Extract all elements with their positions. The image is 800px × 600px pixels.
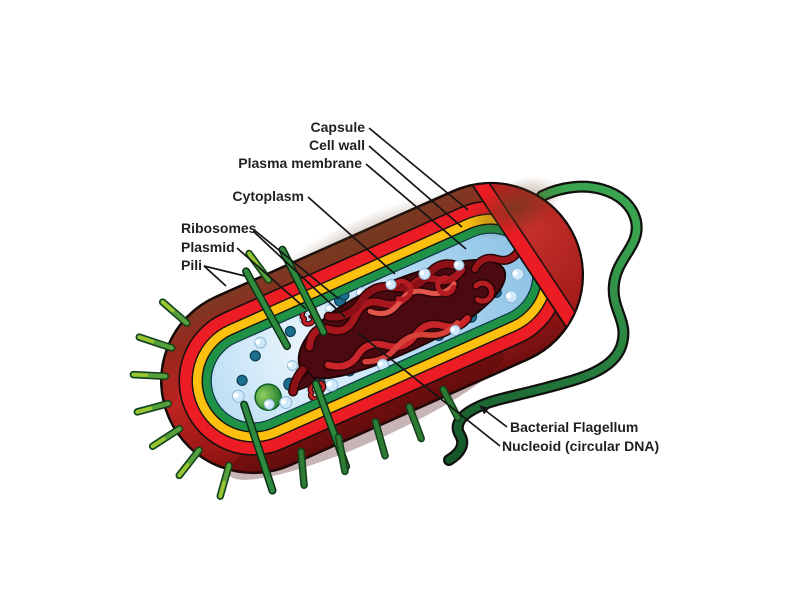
leader-ribosomes-1: [252, 228, 340, 300]
pilus: [241, 402, 276, 494]
cell-body: [129, 176, 585, 500]
flagellum-arrowhead: [479, 405, 490, 415]
leader-nucleoid: [357, 332, 501, 447]
capsule-right-cap: [464, 176, 584, 330]
ribosome-dot: [236, 374, 248, 386]
ribosome-dot: [284, 325, 296, 338]
label-pili: Pili: [181, 257, 202, 273]
pilus: [279, 247, 326, 335]
vesicle-bubbles-front: [279, 259, 525, 409]
leader-cytoplasm: [307, 196, 396, 275]
pilus: [406, 404, 424, 441]
annotations: [203, 127, 508, 447]
bubble: [231, 389, 245, 403]
label-plasma-membrane: Plasma membrane: [238, 155, 362, 171]
pilus: [336, 434, 348, 474]
flagellum: [443, 180, 643, 466]
bubble: [385, 279, 397, 291]
bubble: [418, 267, 431, 280]
label-texts: Capsule Cell wall Plasma membrane Cytopl…: [181, 119, 659, 454]
bubble: [453, 259, 465, 271]
ribosome-dot: [249, 350, 261, 362]
bubble: [279, 395, 293, 409]
bubble: [504, 290, 518, 304]
pilus: [373, 419, 388, 458]
leader-flagellum: [485, 410, 508, 428]
leader-ribosomes-2: [252, 230, 346, 318]
label-capsule: Capsule: [311, 119, 366, 135]
leader-plasmid: [236, 247, 307, 310]
leader-cell-wall: [368, 145, 463, 228]
bubble: [254, 336, 267, 349]
green-granule: [254, 383, 282, 411]
leader-pili-2: [203, 265, 227, 287]
pilus: [243, 268, 290, 349]
pilus: [440, 387, 461, 421]
bubble: [286, 360, 298, 372]
leader-plasma-membrane: [365, 163, 467, 250]
pilus: [298, 449, 307, 488]
label-ribosomes: Ribosomes: [181, 220, 257, 236]
bubble: [263, 398, 275, 410]
leader-capsule: [368, 127, 469, 211]
label-bacterial-flagellum: Bacterial Flagellum: [510, 419, 638, 435]
bubble: [511, 267, 525, 281]
bubble: [449, 324, 461, 336]
leader-pili-1: [203, 265, 246, 277]
label-cytoplasm: Cytoplasm: [232, 188, 304, 204]
cytoplasm-contents: [231, 247, 525, 411]
nucleoid: [288, 247, 523, 397]
label-cell-wall: Cell wall: [309, 137, 365, 153]
bubble: [325, 378, 339, 392]
label-nucleoid: Nucleoid (circular DNA): [502, 438, 659, 454]
label-plasmid: Plasmid: [181, 239, 235, 255]
